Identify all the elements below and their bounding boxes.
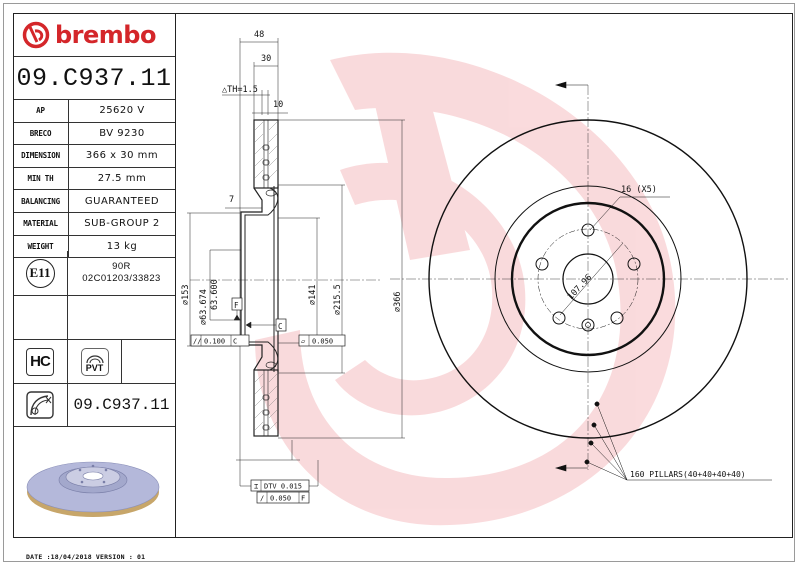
pvt-badge-icon: PVT [80, 347, 109, 376]
dim-7: 7 [229, 195, 234, 205]
hole-callout: 16 (X5) [621, 185, 657, 195]
badge-row: HC PVT [13, 340, 175, 384]
dim-dia-215: ⌀215.5 [333, 284, 343, 315]
datum-c: C [278, 322, 283, 331]
box-disc-icon [26, 391, 54, 419]
pvt-disc-icon [85, 354, 104, 363]
dim-48: 48 [254, 30, 264, 40]
tol-dtv-value: DTV 0.015 [264, 483, 302, 491]
dim-delta-th: △TH=1.5 [222, 85, 258, 95]
approval-row: E11 90R 02C01203/33823 [13, 251, 175, 296]
spec-key: AP [13, 100, 69, 122]
dim-10: 10 [273, 100, 283, 110]
spec-value: 27.5 mm [97, 173, 147, 185]
spec-key: BRECO [13, 122, 69, 145]
tol-dtv-symbol: ⌶ [254, 483, 258, 491]
spec-row-breco: BRECO BV 9230 [13, 122, 175, 146]
brand-name: brembo [55, 20, 156, 49]
packaging-part-number: 09.C937.11 [73, 396, 170, 414]
tol-parallel-symbol: // [193, 338, 201, 346]
tol-parallel-datum: C [233, 338, 237, 346]
datum-f: F [234, 301, 239, 310]
spec-value: 25620 V [99, 105, 145, 117]
part-number: 09.C937.11 [13, 57, 175, 100]
spec-key: MATERIAL [13, 212, 69, 235]
disc-render-image [26, 461, 160, 517]
front-view [390, 81, 790, 481]
pvt-cell: PVT [68, 340, 122, 383]
spec-table: AP 25620 V BRECO BV 9230 DIMENSION 366 x… [13, 100, 175, 259]
spec-key: DIMENSION [13, 145, 69, 167]
drawing-frame [13, 13, 793, 538]
pillars-label: 160 PILLARS(40+40+40+40) [630, 470, 746, 479]
tol-runout-value: 0.050 [270, 495, 291, 503]
packaging-row: 09.C937.11 [13, 384, 175, 427]
tol-runout-datum: F [301, 495, 305, 503]
dim-dia-366: ⌀366 [393, 292, 403, 312]
brembo-watermark-icon [255, 52, 676, 526]
tol-flatness-value: 0.050 [312, 338, 333, 346]
hc-cell: HC [13, 340, 68, 383]
title-block: brembo 09.C937.11 AP 25620 V BRECO BV 92… [13, 13, 176, 538]
approval-line2: 02C01203/33823 [82, 273, 161, 284]
dim-30: 30 [261, 54, 271, 64]
packaging-icon-cell [13, 384, 68, 426]
spec-value: GUARANTEED [84, 195, 160, 207]
empty-cell [13, 296, 68, 339]
spec-row-min-th: MIN TH 27.5 mm [13, 167, 175, 191]
spec-key: MIN TH [13, 167, 69, 190]
dim-dia-141: ⌀141 [308, 285, 318, 305]
approval-line1: 90R [112, 261, 131, 272]
spec-row-balancing: BALANCING GUARANTEED [13, 190, 175, 213]
approval-mark-cell: E11 [13, 251, 68, 295]
spec-value: 366 x 30 mm [85, 150, 159, 162]
spec-row-ap: AP 25620 V [13, 100, 175, 123]
tol-parallel-value: 0.100 [204, 338, 225, 346]
section-labels: 48 30 △TH=1.5 10 7 ⌀153 ⌀63.674 63.600 ⌀… [181, 30, 403, 503]
spec-value: BV 9230 [99, 127, 145, 139]
approval-values: 90R 02C01203/33823 [68, 251, 175, 295]
dim-dia-63-674: ⌀63.674 [199, 289, 209, 325]
spec-row-weight: WEIGHT 13 kg [13, 235, 175, 259]
e11-approval-icon: E11 [25, 258, 55, 288]
section-view [187, 38, 405, 504]
hc-badge-icon: HC [26, 347, 54, 376]
spec-key: BALANCING [13, 190, 69, 212]
date-version: DATE :18/04/2018 VERSION : 01 [26, 553, 146, 561]
drawing-sheet [3, 3, 795, 562]
brand-logo: brembo [13, 13, 175, 57]
dim-63-600: 63.600 [210, 279, 220, 310]
spec-key: WEIGHT [13, 235, 69, 258]
spec-row-material: MATERIAL SUB-GROUP 2 [13, 212, 175, 236]
tol-runout-symbol: / [260, 495, 264, 503]
spec-value: 13 kg [106, 240, 138, 252]
empty-row [13, 296, 175, 340]
dim-dia-153: ⌀153 [181, 285, 191, 305]
tol-flatness-symbol: ▱ [301, 338, 306, 346]
pvt-label: PVT [85, 362, 104, 373]
spec-row-dimension: DIMENSION 366 x 30 mm [13, 145, 175, 168]
brembo-logo-icon [22, 21, 50, 48]
spec-value: SUB-GROUP 2 [84, 218, 160, 230]
